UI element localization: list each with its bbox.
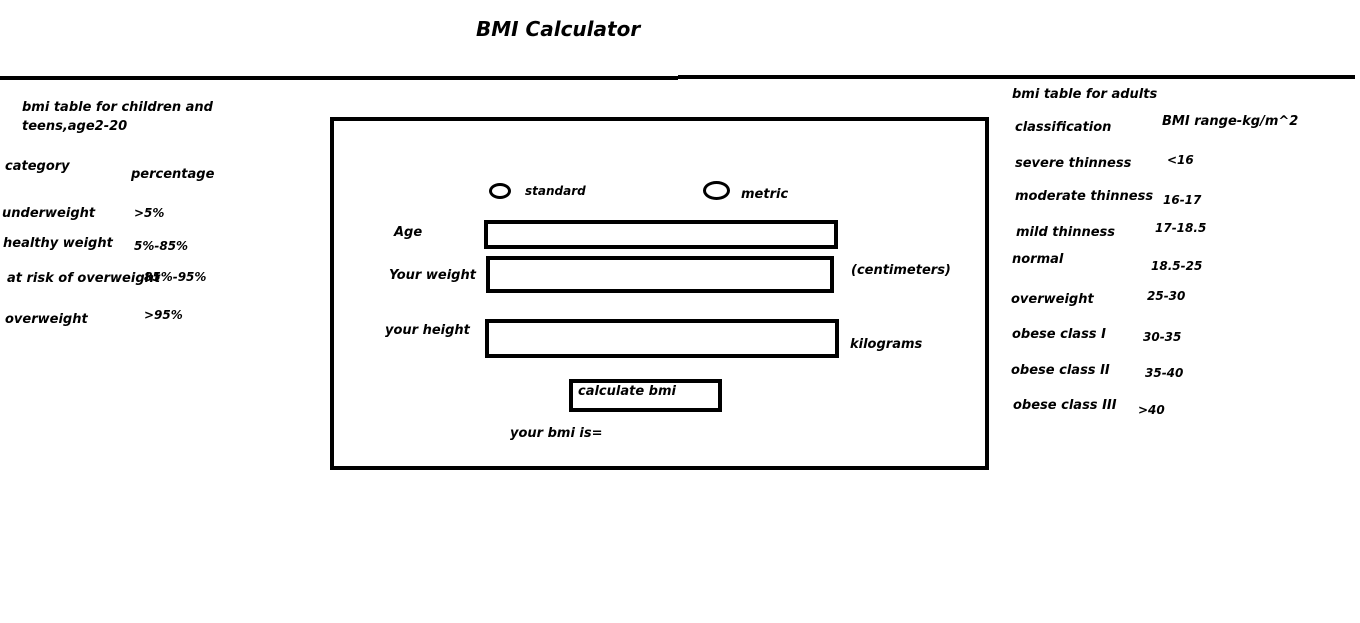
adults-row-range: 25-30: [1147, 289, 1186, 303]
age-input[interactable]: [484, 220, 838, 249]
calculate-bmi-button[interactable]: calculate bmi: [569, 379, 722, 412]
children-row-percentage: 85%-95%: [144, 270, 207, 284]
standard-radio-label: standard: [525, 184, 586, 198]
adults-row-range: <16: [1167, 153, 1194, 167]
children-table-heading-line2: teens,age2-20: [22, 119, 128, 134]
children-row-category: overweight: [5, 312, 88, 327]
header-divider-right: [678, 75, 1355, 79]
adults-row-classification: severe thinness: [1015, 156, 1132, 171]
height-label: your height: [385, 323, 470, 338]
metric-radio-label: metric: [741, 187, 789, 202]
children-row-percentage: 5%-85%: [134, 239, 189, 253]
adults-row-classification: overweight: [1011, 292, 1094, 307]
adults-row-classification: obese class I: [1012, 327, 1106, 342]
age-label: Age: [394, 225, 423, 240]
bmi-result-label: your bmi is=: [510, 426, 603, 441]
weight-unit-label: (centimeters): [851, 263, 951, 278]
adults-row-range: 18.5-25: [1151, 259, 1203, 273]
adults-row-range: 17-18.5: [1155, 221, 1207, 235]
children-row-percentage: >95%: [144, 308, 183, 322]
header-divider-left: [0, 76, 678, 80]
page-title: BMI Calculator: [476, 17, 641, 41]
height-unit-label: kilograms: [850, 337, 923, 352]
children-row-category: at risk of overweight: [7, 271, 161, 286]
adults-row-classification: mild thinness: [1016, 225, 1116, 240]
adults-header-classification: classification: [1015, 120, 1112, 135]
weight-label: Your weight: [389, 268, 476, 283]
children-header-percentage: percentage: [131, 167, 215, 182]
adults-row-classification: moderate thinness: [1015, 189, 1154, 204]
metric-radio[interactable]: [703, 181, 730, 200]
adults-row-classification: obese class III: [1013, 398, 1117, 413]
adults-row-classification: obese class II: [1011, 363, 1110, 378]
children-row-category: healthy weight: [3, 236, 113, 251]
children-row-category: underweight: [2, 206, 96, 221]
children-header-category: category: [5, 159, 70, 174]
adults-row-range: >40: [1138, 403, 1165, 417]
children-table-heading-line1: bmi table for children and: [22, 100, 213, 115]
adults-header-range: BMI range-kg/m^2: [1162, 114, 1299, 129]
adults-row-range: 16-17: [1163, 193, 1202, 207]
standard-radio[interactable]: [489, 183, 511, 199]
adults-row-range: 35-40: [1145, 366, 1184, 380]
weight-input[interactable]: [486, 256, 834, 293]
adults-table-heading: bmi table for adults: [1012, 87, 1158, 102]
adults-row-classification: normal: [1012, 252, 1064, 267]
adults-row-range: 30-35: [1143, 330, 1182, 344]
height-input[interactable]: [485, 319, 839, 358]
calculator-panel: [330, 117, 989, 470]
children-row-percentage: >5%: [134, 206, 165, 220]
